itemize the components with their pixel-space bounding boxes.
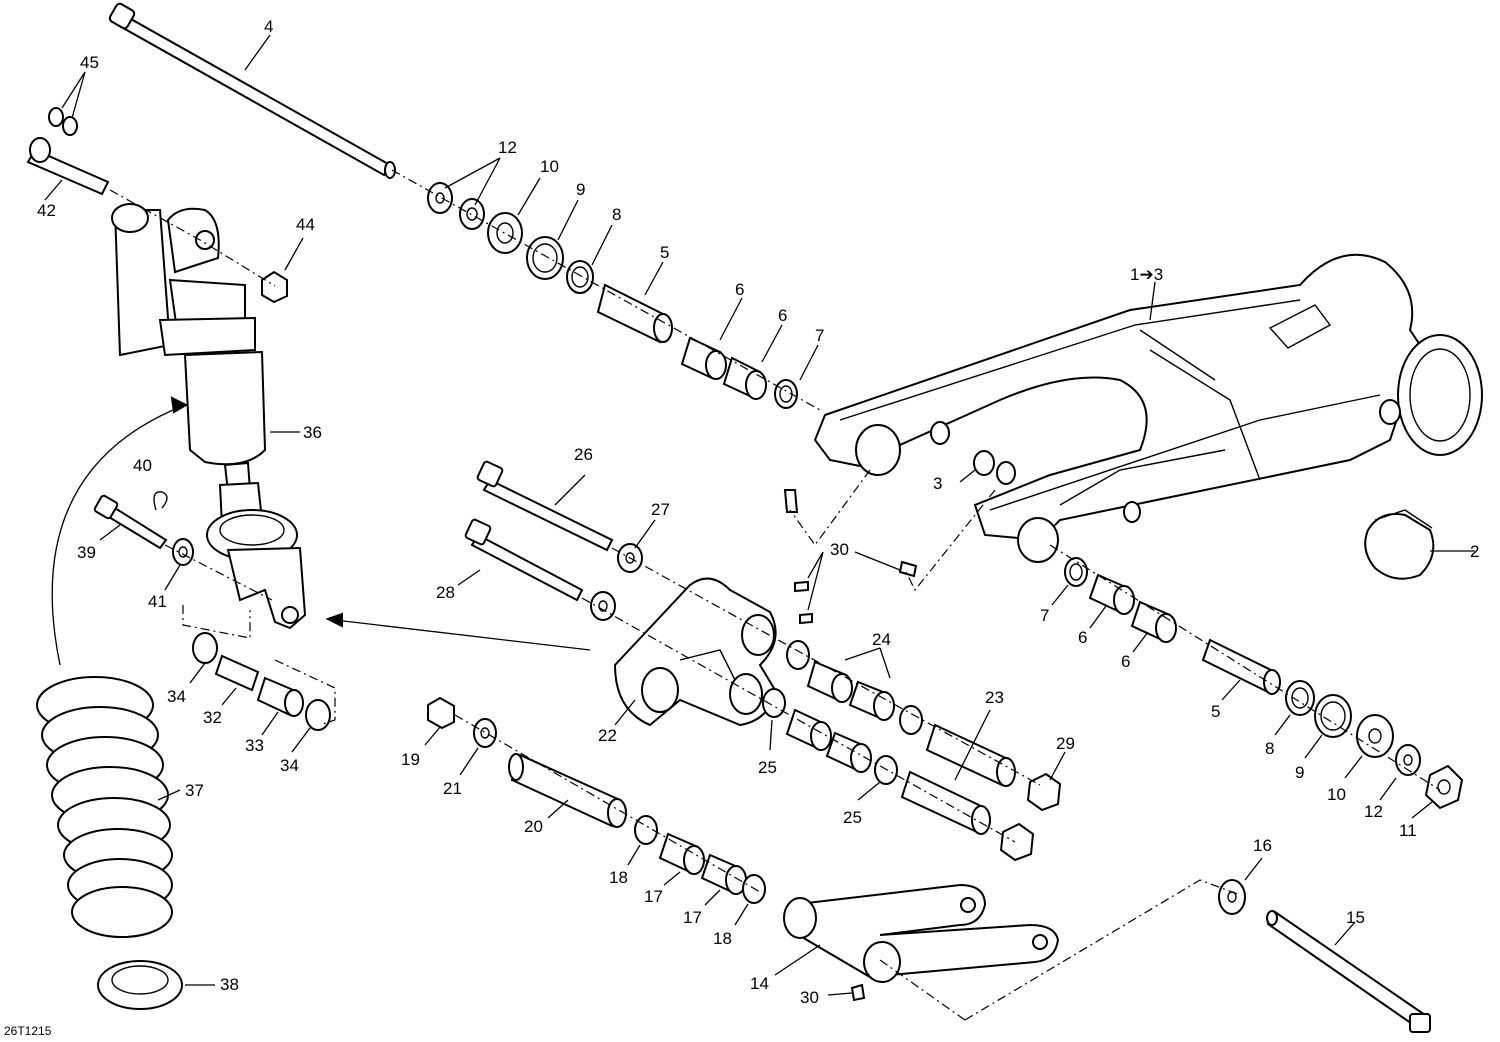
pin-part-20 [508,753,627,828]
rocker-part-22 [613,577,777,727]
callout-14: 14 [750,974,769,993]
callout-37: 37 [185,781,204,800]
callout-18: 18 [713,929,732,948]
assembly-arrows [51,396,591,666]
spring-seat-part-38 [97,960,183,1010]
callout-25: 25 [758,758,777,777]
washer-part-21 [473,718,497,748]
callout-32: 32 [203,708,222,727]
callout-16: 16 [1253,836,1272,855]
end-cap-part-2 [1364,509,1435,580]
nut-part-19 [427,696,455,730]
callout-6: 6 [735,280,744,299]
callout-38: 38 [220,975,239,994]
spring-part-37 [36,676,173,938]
grease-fittings-part-30 [783,489,918,1002]
callout-44: 44 [296,215,315,234]
callout-labels: 4 45 42 12 10 9 8 5 6 6 7 1➔3 44 36 40 3… [4,17,1479,1038]
callout-8: 8 [612,205,621,224]
callout-5: 5 [1211,702,1220,721]
rocker-bearings [762,640,923,785]
axle-part-4 [108,2,396,179]
callout-41: 41 [148,592,167,611]
callout-42: 42 [37,201,56,220]
callout-6: 6 [1078,628,1087,647]
callout-12: 12 [1364,802,1383,821]
link-arm-part-14 [783,883,1060,983]
callout-15: 15 [1346,908,1365,927]
callout-40: 40 [133,456,152,475]
pin-part-42 [26,137,110,196]
callout-39: 39 [77,543,96,562]
callout-8: 8 [1265,739,1274,758]
callout-3: 3 [933,474,942,493]
callout-30: 30 [830,540,849,559]
callout-23: 23 [985,688,1004,707]
callout-36: 36 [303,423,322,442]
clip-part-40 [153,491,168,511]
bolt-part-39 [93,494,168,550]
callout-30: 30 [800,988,819,1007]
callout-5: 5 [660,243,669,262]
callout-11: 11 [1399,821,1417,840]
bushings-part-3 [973,450,1016,485]
callout-17: 17 [644,887,663,906]
callout-19: 19 [401,750,420,769]
callout-27: 27 [651,500,670,519]
swing-arm [813,253,1483,563]
diagram-code: 26T1215 [4,1024,52,1038]
callout-1-3: 1➔3 [1130,265,1163,284]
callout-17: 17 [683,908,702,927]
callout-7: 7 [1040,606,1049,625]
callout-20: 20 [524,817,543,836]
callout-34: 34 [167,687,186,706]
nuts-part-29 [999,772,1062,862]
shock-bushings [192,632,331,731]
leader-lines [44,34,1475,996]
callout-25: 25 [843,808,862,827]
lower-bearing-stack [1064,557,1464,810]
callout-9: 9 [1295,763,1304,782]
bolt-part-28 [464,518,584,602]
washer-part-16 [1218,879,1246,915]
callout-33: 33 [245,736,264,755]
washer-part-41 [172,538,194,566]
callout-6: 6 [778,306,787,325]
spacers-part-23 [900,723,1016,835]
callout-4: 4 [264,17,273,36]
callout-9: 9 [576,180,585,199]
callout-6: 6 [1121,652,1130,671]
o-rings-part-45 [48,107,78,136]
bolt-part-26 [476,460,614,552]
callout-2: 2 [1470,542,1479,561]
callout-12: 12 [498,138,517,157]
callout-34: 34 [280,756,299,775]
callout-28: 28 [436,583,455,602]
callout-21: 21 [443,779,462,798]
callout-7: 7 [815,326,824,345]
callout-29: 29 [1056,734,1075,753]
assembly-centerlines [109,169,1441,1021]
nut-part-44 [261,270,288,304]
callout-22: 22 [598,726,617,745]
washers-part-27 [590,543,643,621]
callout-26: 26 [574,445,593,464]
callout-10: 10 [540,157,559,176]
callout-18: 18 [609,868,628,887]
callout-45: 45 [80,53,99,72]
pin-part-15 [1266,910,1431,1033]
callout-24: 24 [872,630,891,649]
callout-10: 10 [1327,785,1346,804]
shock-absorber-part-36 [111,203,307,630]
lower-link-bearings [634,815,766,904]
